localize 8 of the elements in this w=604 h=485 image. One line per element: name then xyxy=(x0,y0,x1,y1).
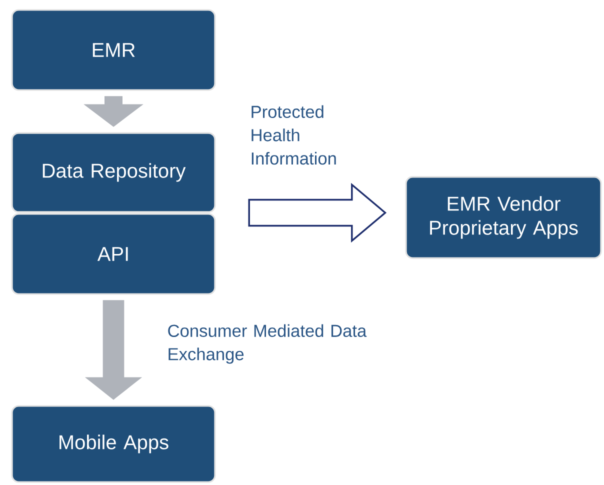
process-box: API xyxy=(11,213,216,295)
hollow-arrow xyxy=(248,182,387,243)
process-box: EMR Vendor Proprietary Apps xyxy=(405,176,602,259)
edge-label: Protected Health Information xyxy=(252,105,336,165)
process-box: EMR xyxy=(11,9,216,91)
process-box: Data Repository xyxy=(11,132,216,213)
edge-label: Consumer Mediated Data Exchange xyxy=(168,324,367,364)
process-box: Mobile Apps xyxy=(11,405,216,483)
